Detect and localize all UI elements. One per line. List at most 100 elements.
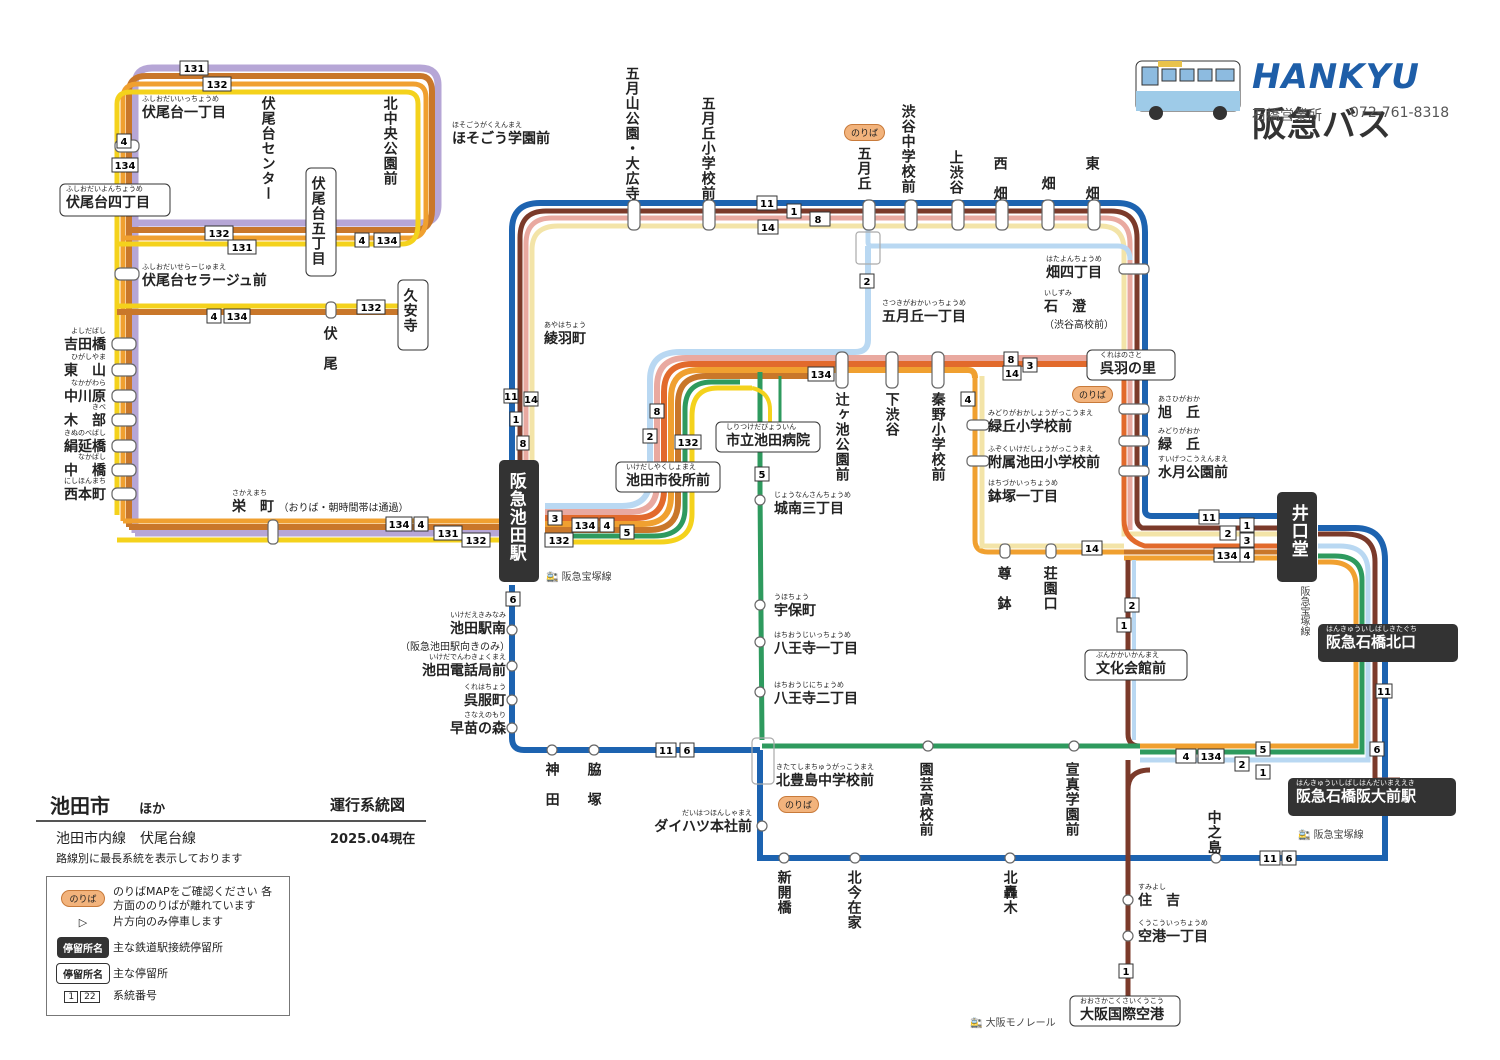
- stop-hachioji2: はちおうじにちょうめ八王寺二丁目: [774, 682, 858, 706]
- route-badge: 131: [433, 525, 463, 541]
- svg-text:14: 14: [524, 395, 538, 406]
- svg-text:5: 5: [759, 470, 766, 481]
- svg-text:11: 11: [1263, 854, 1277, 865]
- stop-kurehanosato: くれはのさと呉羽の里: [1100, 352, 1156, 376]
- route-badge: 11: [756, 195, 778, 211]
- stop-satsukigaoka-es: 五月丘小学校前: [700, 96, 717, 201]
- route-badge: 5: [1255, 741, 1271, 757]
- stop-airport: おおさかこくさいくうこう大阪国際空港: [1080, 998, 1164, 1022]
- svg-text:1: 1: [1123, 967, 1130, 978]
- svg-text:134: 134: [389, 520, 410, 531]
- svg-text:1: 1: [1121, 621, 1128, 632]
- stop-fushio5: 伏尾台五丁目: [310, 176, 327, 266]
- stop-senshin: 宣真学園前: [1064, 762, 1081, 837]
- route-badge: 14: [523, 391, 539, 407]
- stop-higashiyama: ひがしやま東 山: [64, 354, 106, 378]
- stop-hosogo: ほそごうがくえんまえほそごう学園前: [452, 122, 550, 146]
- svg-text:131: 131: [232, 243, 253, 254]
- stop-shimoshibutani: 下渋谷: [884, 392, 901, 437]
- stop-midorigaoka-es: みどりがおかしょうがっこうまえ緑丘小学校前: [988, 410, 1093, 434]
- title-rule: [36, 820, 426, 822]
- stop-sonbachi: 尊 鉢: [996, 566, 1013, 611]
- svg-text:8: 8: [654, 407, 661, 418]
- svg-text:134: 134: [1217, 551, 1238, 562]
- stop-yoshidabashi: よしだばし吉田橋: [64, 328, 106, 352]
- svg-text:11: 11: [504, 392, 518, 403]
- route-number-badges: 131 132 4 134 132 131 4 134 132 4 134 13…: [111, 60, 1393, 979]
- route-badge: 5: [754, 466, 770, 482]
- stop-soenguchi: 荘園口: [1042, 566, 1059, 611]
- svg-text:2: 2: [1239, 760, 1246, 771]
- svg-text:1: 1: [1244, 521, 1251, 532]
- svg-text:4: 4: [1183, 752, 1190, 763]
- bus-illustration: [1135, 60, 1241, 120]
- route-badge: 1: [786, 203, 802, 219]
- route-badge: 8: [1003, 351, 1019, 367]
- svg-text:132: 132: [466, 536, 487, 547]
- svg-text:6: 6: [510, 595, 517, 606]
- route-badge: 8: [649, 403, 665, 419]
- line-names: 池田市内線 伏尾台線: [56, 831, 196, 847]
- southern-loop-routes: [509, 525, 1400, 1000]
- stop-asahigaoka: あさひがおか旭 丘: [1158, 396, 1200, 420]
- route-badge: 4: [599, 517, 615, 533]
- route-badge: 134: [111, 157, 139, 173]
- svg-text:2: 2: [647, 432, 654, 443]
- legend: のりばのりばMAPをご確認ください 各方面ののりばが離れています ▷片方向のみ停…: [46, 876, 290, 1016]
- route-badge: 132: [204, 225, 234, 241]
- stop-fushio-center: 伏尾台センター: [260, 96, 277, 201]
- svg-text:4: 4: [359, 236, 366, 247]
- city-name: 池田市: [50, 794, 110, 818]
- route-badge: 1: [1116, 617, 1132, 633]
- stop-sanaenomori: さなえのもり早苗の森: [450, 712, 506, 736]
- route-badge: 3: [547, 510, 563, 526]
- stop-kurehacho: くれはちょう呉服町: [464, 684, 506, 708]
- route-badge: 134: [1197, 748, 1225, 764]
- route-badge: 134: [807, 366, 835, 382]
- svg-text:134: 134: [227, 312, 248, 323]
- svg-text:5: 5: [624, 528, 631, 539]
- svg-text:3: 3: [1244, 536, 1251, 547]
- route-badge: 11: [1259, 850, 1281, 866]
- route-badge: 11: [503, 388, 519, 404]
- route-badge: 3: [1239, 532, 1255, 548]
- office-name: 石橋営業所: [1252, 108, 1322, 124]
- stop-ikeda-denwa: いけだでんわきょくまえ池田電話局前: [422, 654, 506, 678]
- stop-koda: 神 田: [544, 762, 561, 807]
- route-badge: 2: [1219, 525, 1237, 541]
- stop-ayaha: あやはちょう綾羽町: [544, 322, 586, 346]
- route-badge: 5: [619, 524, 635, 540]
- route-badge: 8: [809, 211, 831, 227]
- rail-takarazuka-handai: 🚉 阪急宝塚線: [1298, 830, 1364, 841]
- route-badge: 11: [1198, 509, 1220, 525]
- stop-ishizumi: いしずみ石 澄（渋谷高校前）: [1044, 290, 1114, 332]
- route-badge: 14: [1081, 540, 1103, 556]
- company-logo: HANKYU 阪急バス: [1252, 57, 1420, 145]
- city-suffix: ほか: [139, 802, 166, 817]
- stop-boxes: [59, 167, 1458, 1027]
- stop-hachioji1: はちおうじいっちょうめ八王寺一丁目: [774, 632, 858, 656]
- stop-kinuenobashi: きぬのべばし絹延橋: [64, 430, 106, 454]
- svg-text:4: 4: [211, 312, 218, 323]
- stop-fushio: 伏 尾: [322, 326, 339, 371]
- svg-text:132: 132: [361, 303, 382, 314]
- stop-hachizuka1: はちづかいっちょうめ鉢塚一丁目: [988, 480, 1058, 504]
- stop-midorigaoka: みどりがおか緑 丘: [1158, 428, 1200, 452]
- map-note: 路線別に最長系統を表示しております: [56, 852, 243, 865]
- stop-nakabashi: なかばし中 橋: [64, 454, 106, 478]
- stop-kitachuo: 北中央公園前: [382, 96, 399, 186]
- route-badge: 2: [1234, 756, 1250, 772]
- rail-monorail: 🚉 大阪モノレール: [970, 1018, 1056, 1029]
- route-badge: 134: [385, 516, 413, 532]
- svg-text:1: 1: [1260, 768, 1267, 779]
- route-badge: 8: [516, 435, 530, 451]
- stop-nishihata: 西 畑: [992, 156, 1009, 201]
- stop-daihatsu: だいはつほんしゃまえダイハツ本社前: [654, 810, 752, 834]
- legend-noriba: のりばのりばMAPをご確認ください 各方面ののりばが離れています: [53, 885, 273, 913]
- stop-kitaimazaike: 北今在家: [846, 870, 863, 930]
- stop-hata: 畑: [1040, 176, 1057, 191]
- stop-kitatodoroki: 北轟木: [1002, 870, 1019, 915]
- stop-kitatoyoshima: きたてしまちゅうがっこうまえ北豊島中学校前: [776, 764, 874, 788]
- route-badge: 134: [1213, 547, 1241, 563]
- svg-text:2: 2: [1225, 529, 1232, 540]
